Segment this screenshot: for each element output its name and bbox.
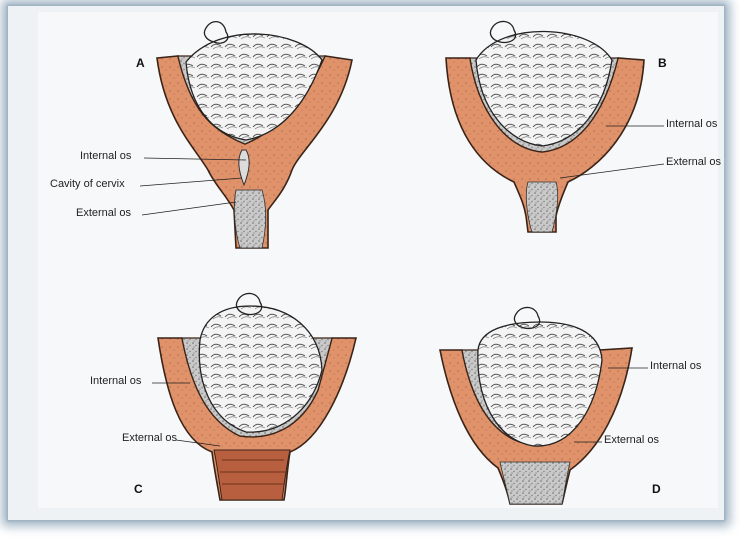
panel-b-drawing [445,20,665,233]
label-c-internal-os: Internal os [90,375,142,387]
label-b-external-os: External os [666,156,722,168]
label-a-external-os: External os [76,207,132,219]
panel-c-drawing [152,292,358,501]
panel-a-letter: A [136,56,145,70]
panel-d-letter: D [652,482,661,496]
label-b-internal-os: Internal os [666,118,718,130]
label-a-cavity-of-cervix: Cavity of cervix [50,178,125,190]
label-a-internal-os: Internal os [80,150,132,162]
label-d-external-os: External os [604,434,660,446]
panel-c-letter: C [134,482,143,496]
panel-d-drawing [439,306,648,505]
panel-b-letter: B [658,56,667,70]
label-d-internal-os: Internal os [650,360,702,372]
panel-a-drawing [139,21,353,249]
label-c-external-os: External os [122,432,178,444]
